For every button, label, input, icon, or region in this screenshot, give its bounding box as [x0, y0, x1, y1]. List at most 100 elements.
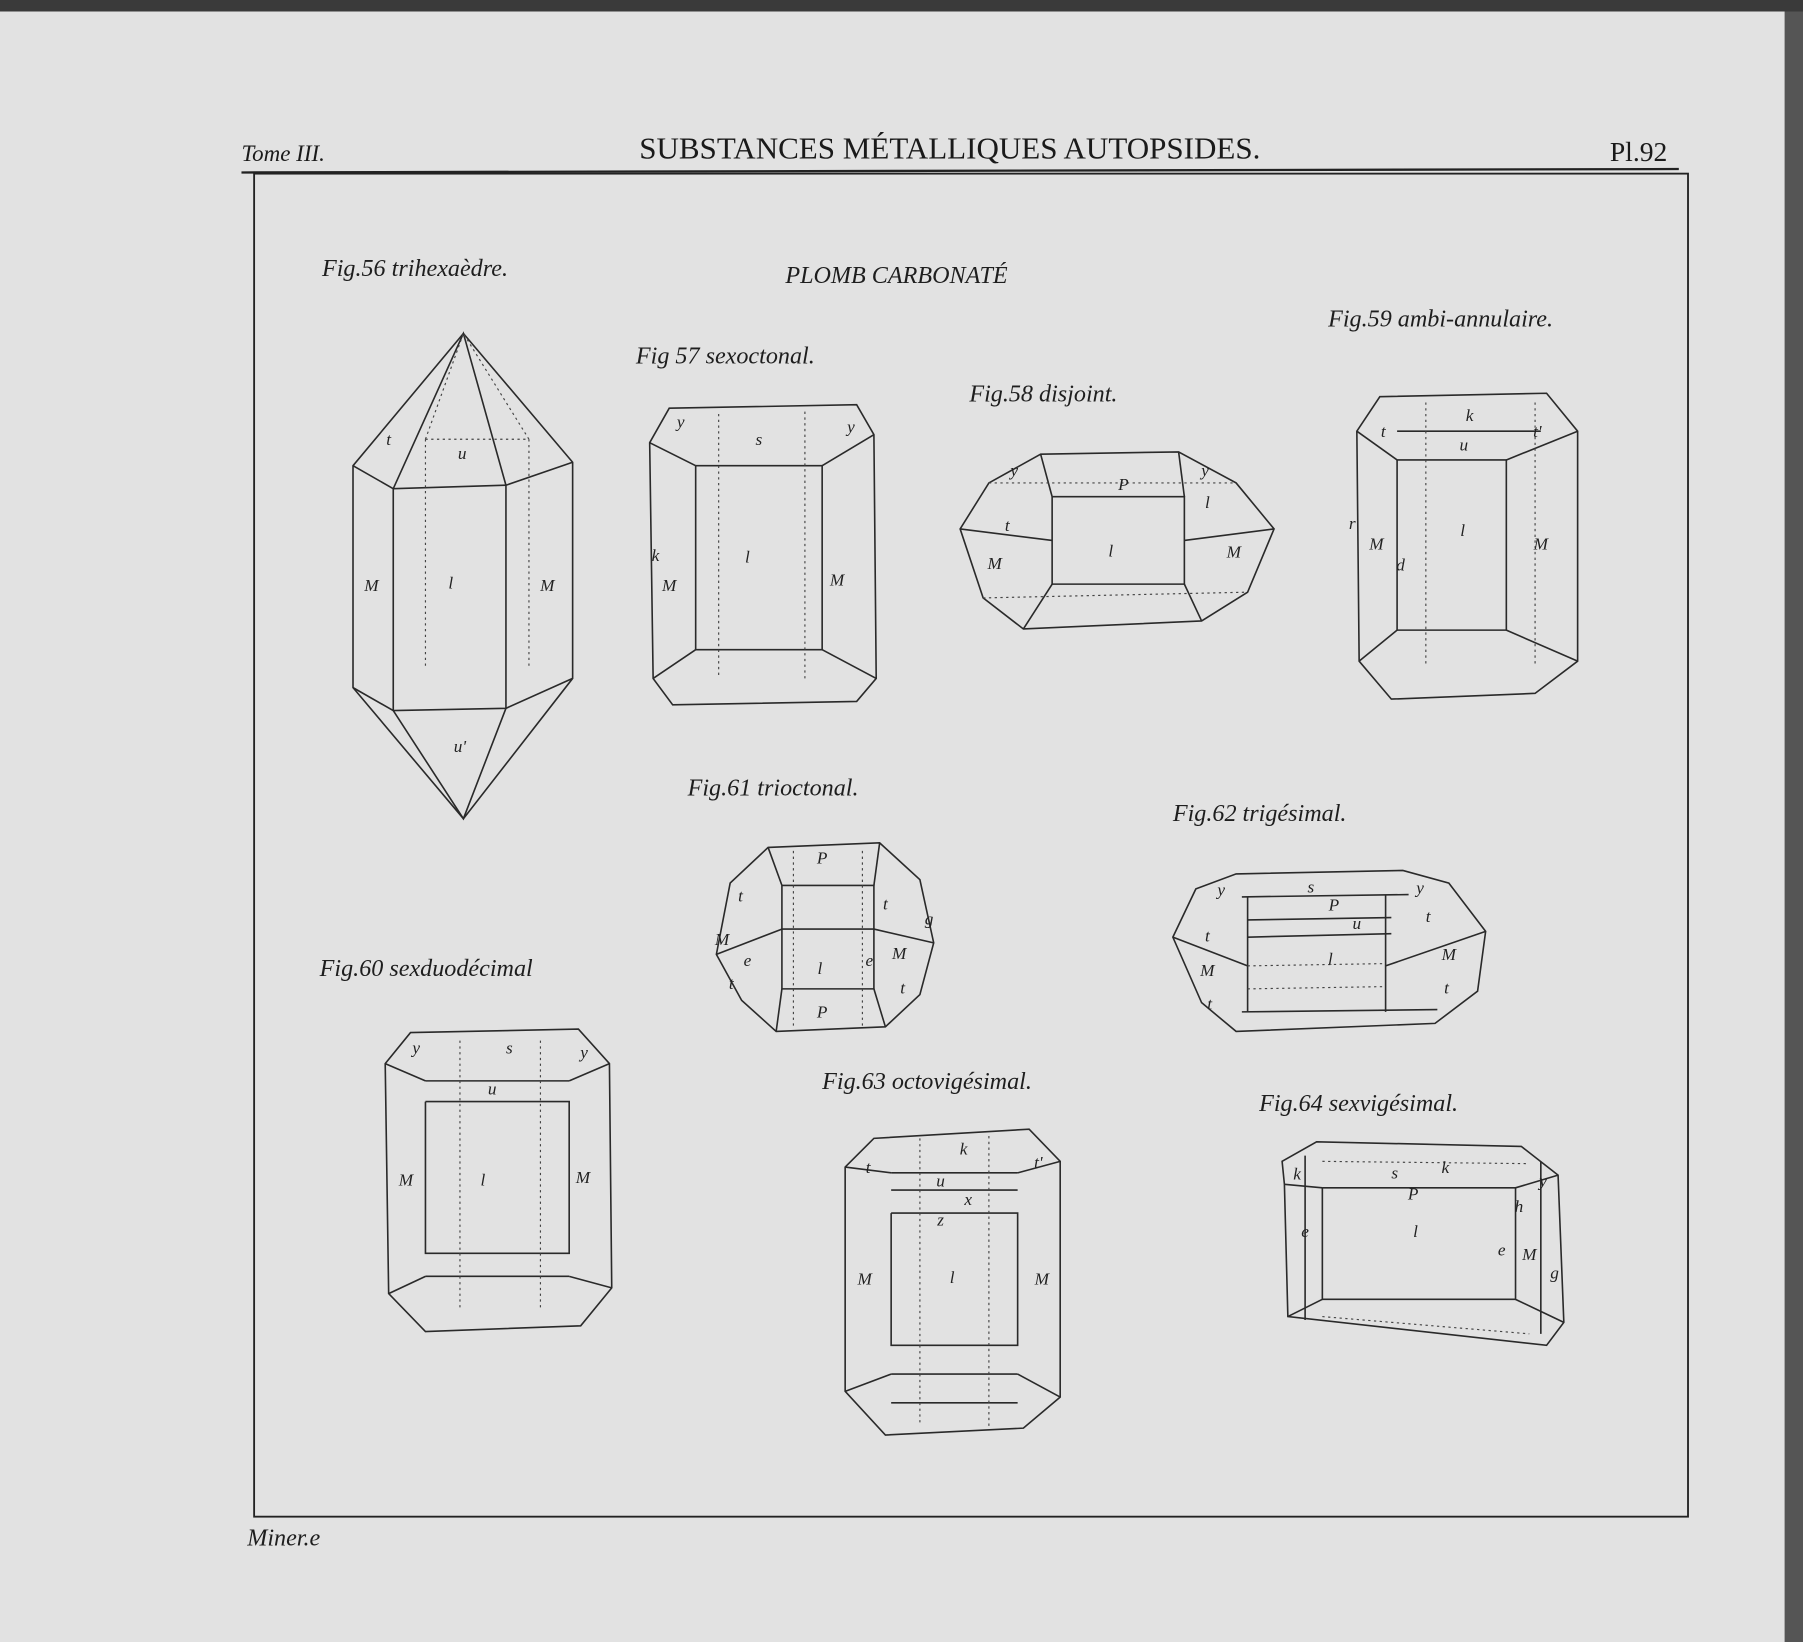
figure-caption: Fig.59 ambi-annulaire.: [1327, 306, 1553, 333]
crystal-edge: [1017, 1373, 1061, 1398]
tome-label: Tome III.: [241, 141, 324, 166]
face-label: l: [1328, 950, 1333, 969]
face-label: M: [891, 944, 908, 963]
face-label: l: [950, 1268, 955, 1287]
face-label: e: [865, 951, 873, 970]
face-label: t: [1207, 995, 1213, 1014]
face-label: t: [1381, 422, 1387, 441]
crystal-edge: [1183, 583, 1203, 622]
crystal-edge: [821, 433, 875, 467]
face-label: y: [845, 417, 855, 436]
face-label: t: [386, 430, 392, 449]
crystal-edge: [1241, 893, 1409, 898]
face-label: l: [448, 574, 453, 593]
crystal-edge: [775, 988, 783, 1032]
figure-caption: Fig.60 sexduodécimal: [319, 955, 533, 982]
crystal-figure-58: [959, 451, 1275, 630]
face-label: k: [1293, 1165, 1301, 1184]
face-label: M: [1441, 945, 1458, 964]
face-label: y: [410, 1038, 420, 1057]
face-label: M: [1521, 1245, 1538, 1264]
crystal-edge: [352, 461, 573, 490]
crystal-edge: [1515, 1174, 1559, 1189]
face-label: t: [883, 895, 889, 914]
face-label: e: [1498, 1241, 1506, 1260]
crystal-edge: [890, 1212, 1019, 1347]
plate-number: Pl.92: [1610, 136, 1667, 167]
figure-caption: Fig.63 octovigésimal.: [821, 1068, 1032, 1095]
face-label: M: [986, 554, 1003, 573]
crystal-edge: [845, 1166, 892, 1174]
face-label: y: [1199, 461, 1209, 480]
hidden-edge: [1247, 986, 1386, 990]
crystal-edge: [1284, 1183, 1323, 1189]
face-label: M: [575, 1168, 592, 1187]
crystal-edge: [1247, 932, 1392, 938]
face-label: t: [1005, 516, 1011, 535]
face-label: M: [714, 930, 731, 949]
face-label: M: [398, 1171, 415, 1190]
face-label: M: [661, 576, 678, 595]
face-label: l: [1205, 493, 1210, 512]
crystal-edge: [649, 441, 697, 467]
face-label: x: [963, 1190, 972, 1209]
plate-title: SUBSTANCES MÉTALLIQUES AUTOPSIDES.: [639, 131, 1260, 166]
face-label: u: [458, 444, 467, 463]
face-label: M: [539, 576, 556, 595]
hidden-edge: [424, 333, 464, 440]
subtitle: PLOMB CARBONATÉ: [784, 261, 1008, 289]
crystal-edge: [1515, 1298, 1565, 1324]
crystal-figure-57: [648, 403, 878, 706]
face-label: t: [738, 886, 744, 905]
figure-caption: Fig.56 trihexaèdre.: [321, 255, 508, 282]
face-label: e: [1301, 1222, 1309, 1241]
face-label: l: [745, 547, 750, 566]
face-label: k: [652, 546, 660, 565]
face-label: y: [675, 413, 685, 432]
crystal-edge: [873, 928, 934, 944]
face-label: h: [1515, 1197, 1524, 1216]
footer-engraver: Miner.e: [246, 1524, 320, 1551]
face-label: t: [1205, 927, 1211, 946]
face-label: M: [363, 576, 380, 595]
crystal-figure-56: [352, 331, 574, 821]
crystal-edge: [352, 677, 573, 712]
face-label: s: [506, 1038, 513, 1057]
figure-caption: Fig.61 trioctonal.: [687, 775, 859, 802]
hidden-edge: [983, 591, 1248, 599]
face-label: t: [1426, 907, 1432, 926]
face-label: l: [1108, 542, 1113, 561]
face-label: t: [866, 1158, 872, 1177]
hidden-edge: [1247, 963, 1386, 967]
face-label: t': [1034, 1153, 1043, 1172]
crystal-edge: [392, 708, 507, 821]
face-label: M: [857, 1269, 874, 1288]
crystal-outline: [959, 451, 1275, 630]
crystal-figure-62: [1171, 869, 1487, 1033]
crystal-figure-63: [844, 1128, 1061, 1436]
crystal-edge: [1039, 453, 1053, 497]
face-label: P: [816, 849, 828, 868]
face-label: t: [729, 974, 735, 993]
face-label: l: [481, 1171, 486, 1190]
figure-caption: Fig 57 sexoctonal.: [635, 342, 815, 369]
face-label: P: [1328, 896, 1340, 915]
face-label: M: [1226, 543, 1243, 562]
face-label: g: [925, 909, 934, 928]
face-label: t': [1533, 422, 1542, 441]
face-label: M: [1368, 535, 1385, 554]
crystal-edge: [1247, 916, 1392, 921]
crystal-edge: [844, 1373, 892, 1393]
right-dark-edge: [1784, 11, 1803, 1642]
crystal-edge: [652, 649, 697, 680]
crystal-figure-61: [715, 842, 935, 1033]
face-label: d: [1396, 555, 1405, 574]
face-label: u: [1353, 914, 1362, 933]
face-label: e: [744, 951, 752, 970]
face-label: P: [1407, 1184, 1419, 1203]
crystal-edge: [384, 1062, 426, 1082]
plate-frame: [253, 172, 1689, 1518]
face-label: u: [488, 1080, 497, 1099]
hidden-edge: [1322, 1316, 1530, 1335]
